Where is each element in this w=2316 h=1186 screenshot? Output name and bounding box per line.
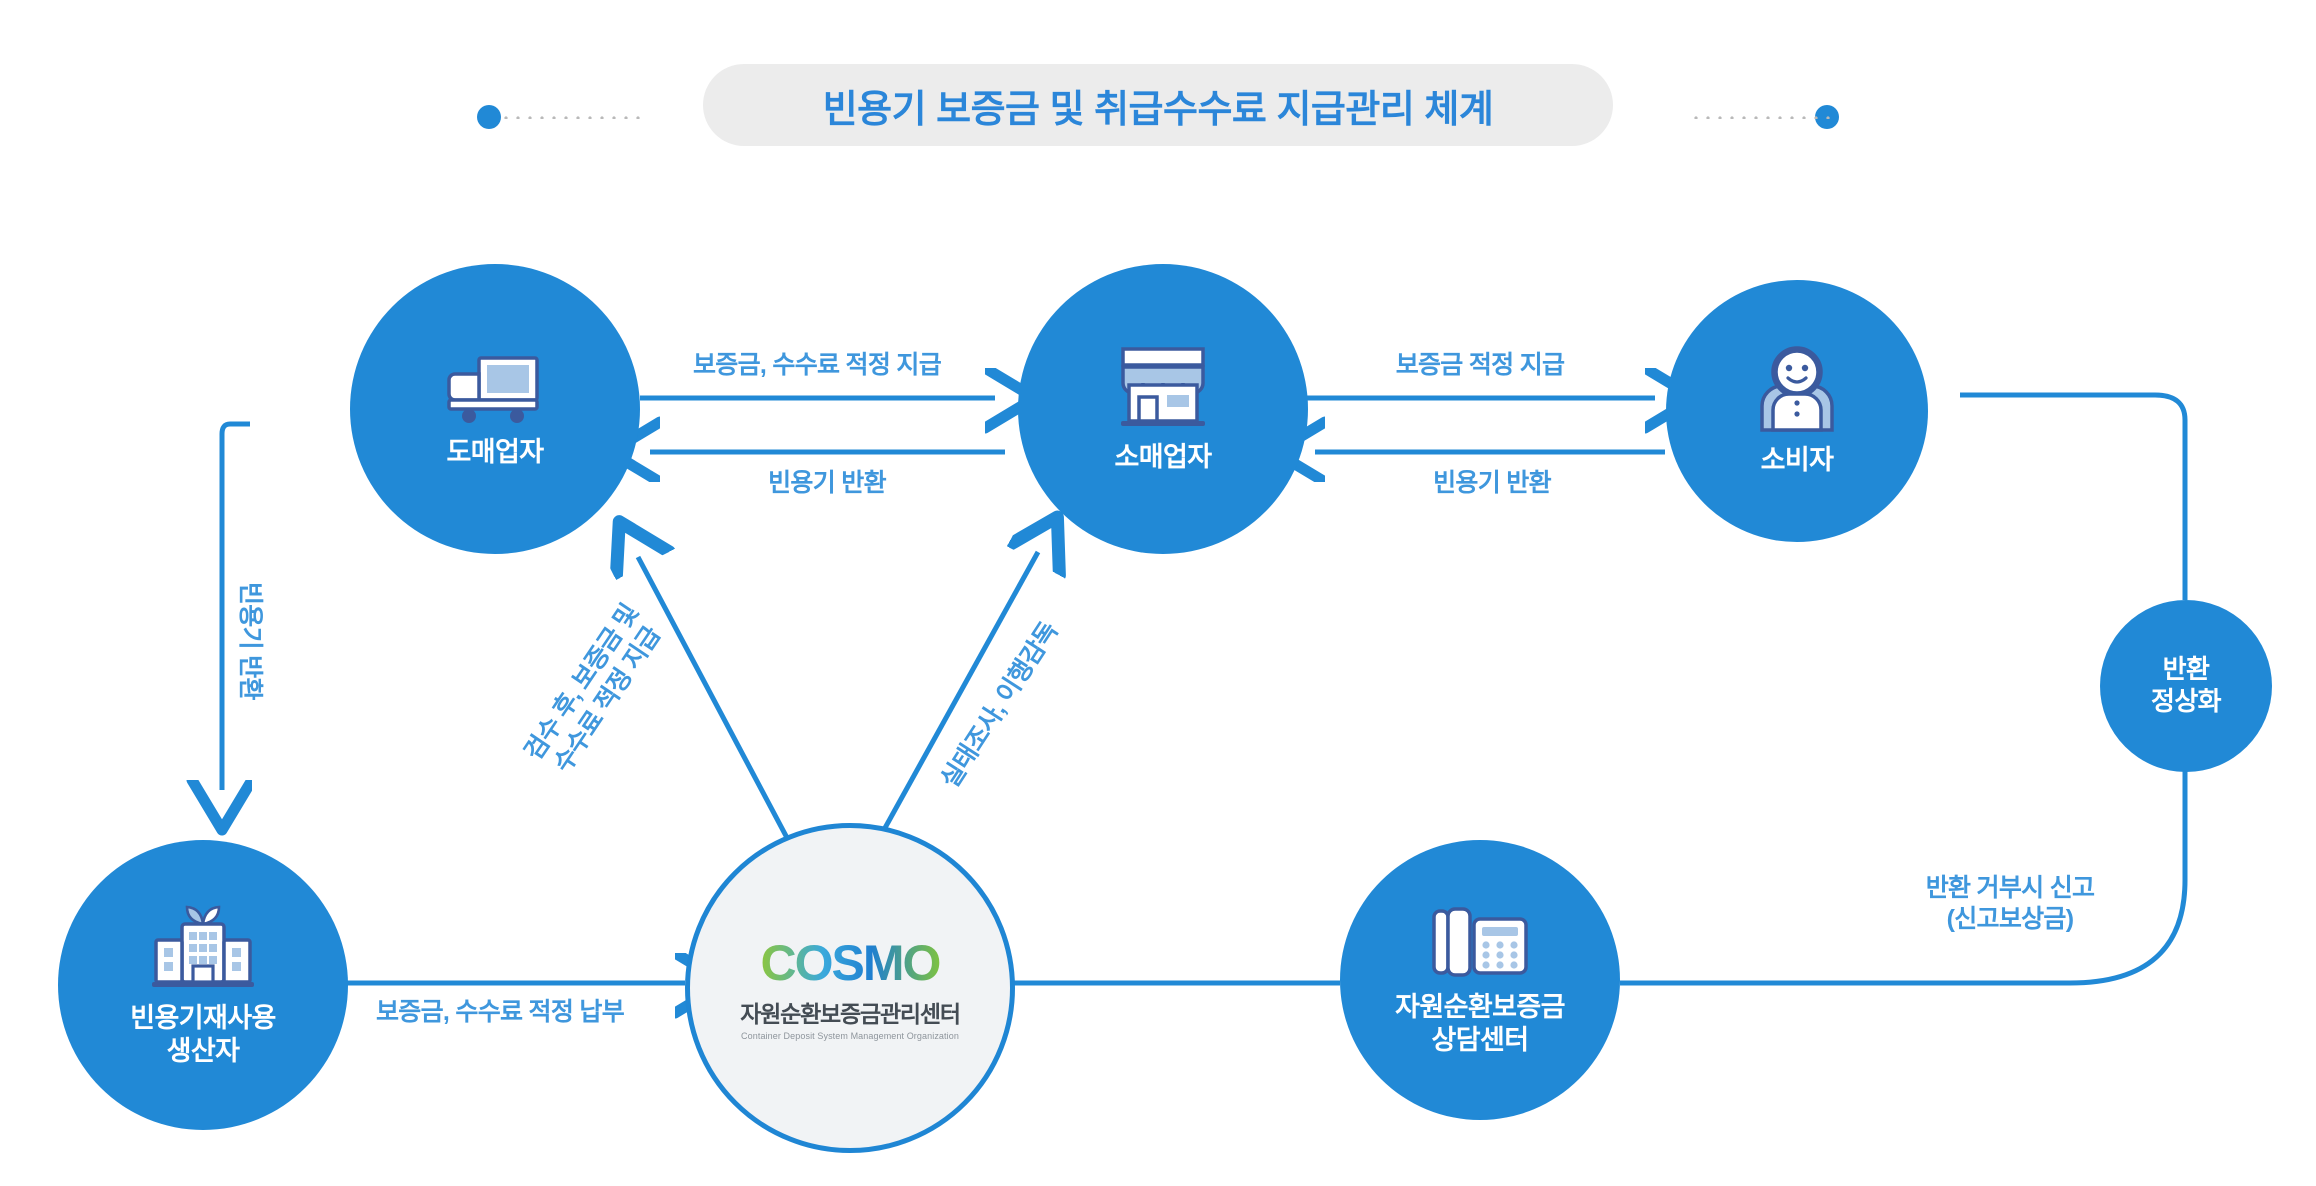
node-producer[interactable]: 빈용기재사용 생산자 (58, 840, 348, 1130)
node-label-center-line2: 상담센터 (1431, 1025, 1530, 1055)
node-label-producer: 빈용기재사용 생산자 (130, 1002, 276, 1068)
edge-label-retailer-to-wholesaler: 빈용기 반환 (768, 469, 886, 497)
node-label-return-normalization: 반환 정상화 (2151, 654, 2222, 717)
cosmo-korean-name: 자원순환보증금관리센터 (740, 1000, 961, 1027)
page-title: 빈용기 보증금 및 취급수수료 지급관리 체계 (822, 88, 1494, 131)
edge-label-retailer-to-consumer: 보증금 적정 지급 (1395, 351, 1565, 379)
edge-label-consumer-report-line2: (신고보상금) (1946, 905, 2074, 934)
cosmo-wordmark-icon: COSMO (761, 936, 942, 991)
node-label-consultation-center: 자원순환보증금 상담센터 (1395, 991, 1565, 1057)
person-icon (1748, 345, 1846, 432)
node-label-producer-line1: 빈용기재사용 (130, 1003, 276, 1034)
node-label-producer-line2: 생산자 (166, 1036, 240, 1066)
node-return-normalization[interactable]: 반환 정상화 (2100, 600, 2272, 772)
diagram-title-bar: 빈용기 보증금 및 취급수수료 지급관리 체계 (0, 60, 2316, 150)
edge-label-consumer-to-retailer: 빈용기 반환 (1433, 469, 1551, 497)
title-pill: 빈용기 보증금 및 취급수수료 지급관리 체계 (702, 64, 1614, 146)
telephone-icon (1428, 903, 1532, 983)
title-dot-left (477, 105, 501, 129)
node-retailer[interactable]: 소매업자 (1018, 264, 1308, 554)
node-label-return-line2: 정상화 (2151, 686, 2222, 716)
node-consumer[interactable]: 소비자 (1666, 280, 1928, 542)
edge-label-wholesaler-to-producer: 빈용기 반환 (236, 582, 264, 700)
node-label-wholesaler: 도매업자 (446, 436, 545, 467)
truck-icon (441, 350, 549, 426)
node-label-center-line1: 자원순환보증금 (1395, 992, 1565, 1023)
store-icon (1115, 345, 1211, 431)
title-dashed-line-right (1690, 115, 1830, 119)
node-label-consumer: 소비자 (1760, 444, 1834, 475)
factory-leaf-icon (144, 902, 262, 994)
edge-label-producer-to-cosmo: 보증금, 수수료 적정 납부 (376, 998, 625, 1026)
edge-label-consumer-report: 반환 거부시 신고 (신고보상금) (1926, 873, 2095, 936)
node-cosmo-center[interactable]: COSMO 자원순환보증금관리센터 Container Deposit Syst… (685, 823, 1015, 1153)
edge-label-wholesaler-to-retailer: 보증금, 수수료 적정 지급 (693, 351, 942, 379)
node-consultation-center[interactable]: 자원순환보증금 상담센터 (1340, 840, 1620, 1120)
edge-label-consumer-report-line1: 반환 거부시 신고 (1925, 874, 2095, 902)
node-label-return-line1: 반환 (2162, 654, 2210, 685)
node-wholesaler[interactable]: 도매업자 (350, 264, 640, 554)
node-label-retailer: 소매업자 (1114, 441, 1213, 472)
title-dashed-line-left (500, 115, 640, 119)
cosmo-english-name: Container Deposit System Management Orga… (741, 1030, 959, 1041)
cosmo-logo: COSMO 자원순환보증금관리센터 Container Deposit Syst… (730, 936, 970, 1041)
svg-text:COSMO: COSMO (761, 936, 940, 991)
